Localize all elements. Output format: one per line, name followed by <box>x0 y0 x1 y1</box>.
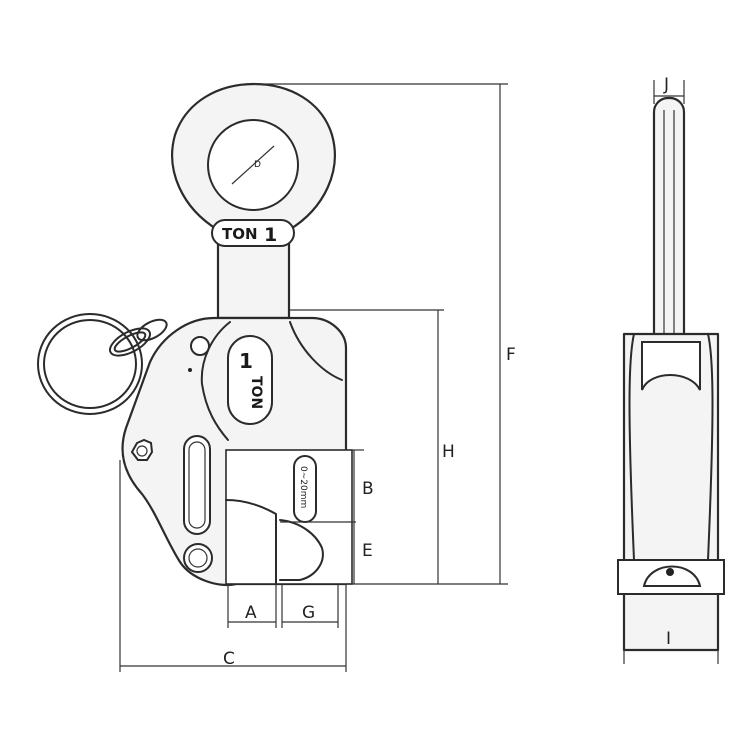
eye-diameter-label: D <box>254 160 261 170</box>
pivot-hole-bottom <box>183 543 213 573</box>
slot <box>183 435 211 535</box>
dim-J: J <box>663 75 669 95</box>
capacity-plate-number: 1 <box>264 224 277 246</box>
jaw-range-label: 0~20mm <box>298 466 308 508</box>
capacity-plate <box>211 219 295 247</box>
side-view: J I <box>617 75 725 664</box>
hex-nut <box>130 438 154 461</box>
side-body <box>617 332 725 652</box>
dim-G: G <box>302 603 315 623</box>
dim-C: C <box>223 649 235 669</box>
dim-E: E <box>362 541 373 561</box>
jaw: 0~20mm <box>225 449 356 585</box>
capacity-plate-text: TON <box>222 225 258 243</box>
dim-H: H <box>442 442 455 462</box>
dim-B: B <box>362 479 374 499</box>
key-ring <box>37 313 168 415</box>
lifting-eye: D TON 1 <box>171 82 336 320</box>
front-view: D TON 1 1 TON <box>37 82 516 672</box>
dimension-lines: F H B E A G C <box>119 83 516 672</box>
side-dimension-lines: J I <box>623 75 719 664</box>
pivot-hole-top <box>190 336 210 356</box>
dim-F: F <box>506 345 516 365</box>
body-capacity-plate <box>227 335 273 425</box>
body-capacity-text: TON <box>248 376 264 409</box>
side-eye <box>652 96 686 362</box>
dim-A: A <box>245 603 257 623</box>
dim-I: I <box>666 629 671 649</box>
body-capacity-number: 1 <box>239 349 253 373</box>
